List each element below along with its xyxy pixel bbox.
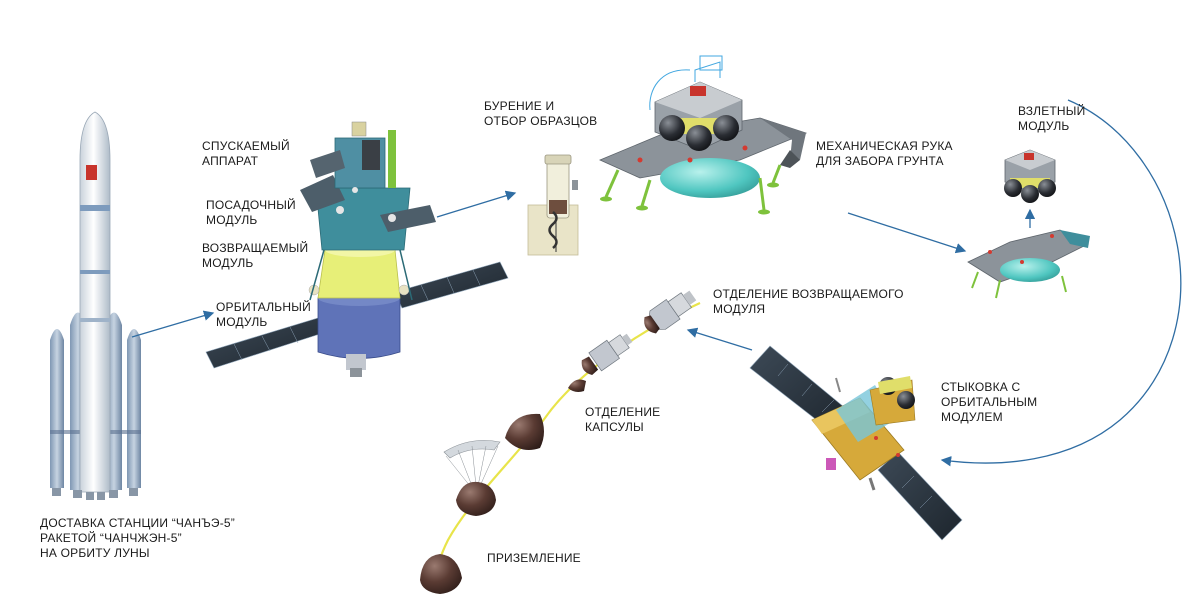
- docking-solar-panel-lower: [877, 451, 963, 541]
- label-capsule-separation: ОТДЕЛЕНИЕ КАПСУЛЫ: [585, 405, 661, 434]
- docking-stack: [749, 345, 963, 541]
- label-return-separation: ОТДЕЛЕНИЕ ВОЗВРАЩАЕМОГО МОДУЛЯ: [713, 287, 904, 316]
- arrow-spacecraft-to-drilling: [436, 190, 517, 218]
- label-landing: ПРИЗЕМЛЕНИЕ: [487, 551, 581, 565]
- capsule-small: [568, 379, 586, 392]
- solar-panel-right: [394, 261, 509, 309]
- orbital-module-body: [317, 297, 401, 359]
- label-descent-vehicle: СПУСКАЕМЫЙ АППАРАТ: [202, 139, 290, 168]
- label-robotic-arm: МЕХАНИЧЕСКАЯ РУКА ДЛЯ ЗАБОРА ГРУНТА: [816, 139, 953, 168]
- capsule-parachute: [443, 440, 501, 516]
- flag-icon: [86, 165, 97, 180]
- label-orbital-module: ОРБИТАЛЬНЫЙ МОДУЛЬ: [216, 300, 311, 329]
- capsule-reentry: [505, 413, 544, 451]
- rocket: [50, 111, 141, 500]
- label-landing-module: ПОСАДОЧНЫЙ МОДУЛЬ: [206, 198, 296, 227]
- arrow-rocket-to-spacecraft: [131, 310, 215, 338]
- label-docking: СТЫКОВКА С ОРБИТАЛЬНЫМ МОДУЛЕМ: [941, 380, 1038, 424]
- label-ascent-module: ВЗЛЕТНЫЙ МОДУЛЬ: [1018, 104, 1086, 133]
- ascent-liftoff: [967, 149, 1090, 299]
- return-module-separation: [581, 290, 697, 375]
- arrow-docking-to-separation: [686, 327, 753, 351]
- label-launch: ДОСТАВКА СТАНЦИИ “ЧАНЪЭ-5” РАКЕТОЙ “ЧАНЧ…: [40, 516, 235, 560]
- spacecraft-stack: [205, 121, 509, 377]
- arrow-orbit-to-docking: [940, 99, 1182, 467]
- return-module-body: [317, 249, 401, 299]
- drill-device: [527, 154, 579, 256]
- arrow-lander-to-ascent: [847, 212, 967, 254]
- label-return-module: ВОЗВРАЩАЕМЫЙ МОДУЛЬ: [202, 241, 309, 270]
- lander-tank: [660, 158, 760, 198]
- capsule-landed: [420, 554, 462, 594]
- lander-on-surface: [598, 55, 808, 215]
- label-drilling: БУРЕНИЕ И ОТБОР ОБРАЗЦОВ: [484, 99, 598, 128]
